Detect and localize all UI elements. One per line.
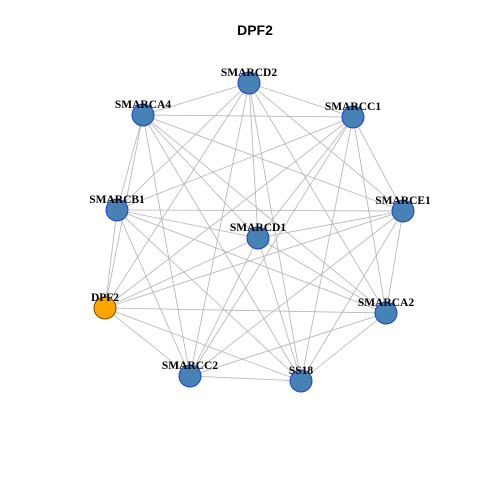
node-smarcd2[interactable] <box>237 71 261 95</box>
edge-smarcb1-smarcd1 <box>116 209 259 239</box>
node-label-smarce1: SMARCE1 <box>375 195 431 207</box>
edge-smarcc2-smarcb1 <box>116 209 191 377</box>
edge-smarcc1-smarcb1 <box>116 116 354 211</box>
node-dpf2[interactable] <box>93 296 117 320</box>
diagram-title: DPF2 <box>237 22 273 38</box>
edge-smarce1-smarcc2 <box>189 210 404 377</box>
edge-ss18-smarcd1 <box>257 237 302 382</box>
edge-smarcd2-ss18 <box>248 82 302 382</box>
edge-dpf2-smarcb1 <box>104 209 118 309</box>
edge-smarcc1-smarcd1 <box>257 116 354 239</box>
edge-smarca2-smarcb1 <box>116 209 387 314</box>
edge-smarcd2-smarcd1 <box>248 82 259 239</box>
edge-smarcc2-dpf2 <box>104 307 191 377</box>
node-label-smarcd2: SMARCD2 <box>221 67 277 79</box>
edge-ss18-smarcc2 <box>189 375 302 382</box>
node-smarcc2[interactable] <box>178 364 202 388</box>
edge-smarcd2-smarcc2 <box>189 82 250 377</box>
node-smarce1[interactable] <box>391 199 415 223</box>
edge-smarca2-ss18 <box>300 312 387 382</box>
node-ss18[interactable] <box>289 369 313 393</box>
edge-smarcc2-smarcd1 <box>189 237 259 377</box>
edge-smarcc1-smarcc2 <box>189 116 354 377</box>
edge-smarce1-dpf2 <box>104 210 404 309</box>
edge-smarcb1-smarca4 <box>116 114 144 211</box>
node-label-smarcc2: SMARCC2 <box>162 360 218 372</box>
node-layer <box>93 71 415 393</box>
edge-smarcd2-smarca2 <box>248 82 387 314</box>
edge-smarcc1-ss18 <box>300 116 354 382</box>
edge-smarca2-smarcd1 <box>257 237 387 314</box>
edge-smarca2-smarcc2 <box>189 312 387 377</box>
node-smarcb1[interactable] <box>105 198 129 222</box>
edge-smarce1-ss18 <box>300 210 404 382</box>
edge-smarcc1-smarca4 <box>142 114 354 118</box>
edge-smarcd2-smarcc1 <box>248 82 354 118</box>
edge-smarcd2-smarce1 <box>248 82 404 212</box>
edge-smarca4-smarcd1 <box>142 114 259 239</box>
edge-smarcc2-smarca4 <box>142 114 191 377</box>
edge-smarca2-smarca4 <box>142 114 387 314</box>
node-label-smarcb1: SMARCB1 <box>89 194 145 206</box>
edge-smarcd2-smarca4 <box>142 82 250 116</box>
node-smarcd1[interactable] <box>246 226 270 250</box>
edge-ss18-dpf2 <box>104 307 302 382</box>
edge-smarce1-smarca4 <box>142 114 404 212</box>
edge-ss18-smarcb1 <box>116 209 302 382</box>
node-smarca4[interactable] <box>131 103 155 127</box>
node-label-smarcc1: SMARCC1 <box>325 101 381 113</box>
edge-ss18-smarca4 <box>142 114 302 382</box>
node-label-smarcd1: SMARCD1 <box>230 222 286 234</box>
edge-smarce1-smarcd1 <box>257 210 404 239</box>
edge-smarcc1-smarce1 <box>352 116 404 212</box>
edge-smarcd2-smarcb1 <box>116 82 250 211</box>
node-label-ss18: SS18 <box>289 365 314 377</box>
node-label-smarca2: SMARCA2 <box>358 297 414 309</box>
edge-smarce1-smarca2 <box>385 210 404 314</box>
edge-layer <box>104 82 404 382</box>
edge-smarca2-dpf2 <box>104 307 387 314</box>
node-smarcc1[interactable] <box>341 105 365 129</box>
node-smarca2[interactable] <box>374 301 398 325</box>
node-label-dpf2: DPF2 <box>91 292 119 304</box>
edge-smarcd2-dpf2 <box>104 82 250 309</box>
edge-smarcc1-smarca2 <box>352 116 387 314</box>
node-label-smarca4: SMARCA4 <box>115 99 171 111</box>
edge-dpf2-smarcd1 <box>104 237 259 309</box>
